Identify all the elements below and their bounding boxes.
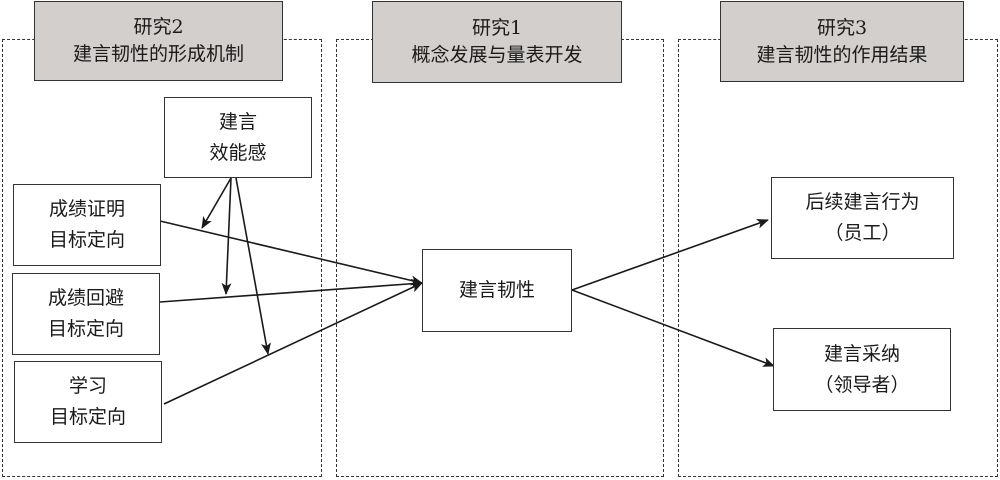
edge-prove-to-resilience: [159, 220, 423, 286]
node-learning-goal-line1: 学习: [68, 375, 107, 397]
node-voice-resilience: 建言韧性: [422, 249, 572, 332]
node-voice-efficacy: 建言 效能感: [164, 97, 312, 178]
node-prove-goal-orientation: 成绩证明 目标定向: [13, 184, 161, 266]
header-study1-number: 研究1: [471, 17, 523, 39]
node-avoid-goal-line2: 目标定向: [47, 318, 124, 340]
edge-resilience-to-subsequent-voice: [571, 218, 769, 291]
node-voice-efficacy-line2: 效能感: [209, 141, 267, 164]
node-subsequent-voice-behavior: 后续建言行为 （员工）: [771, 177, 954, 259]
edge-resilience-to-voice-adoption: [571, 289, 775, 367]
edge-efficacy-moderates-avoid: [221, 177, 232, 295]
node-subsequent-voice-line1: 后续建言行为: [805, 191, 920, 213]
node-prove-goal-line1: 成绩证明: [48, 198, 125, 220]
header-study3-number: 研究3: [816, 16, 868, 39]
header-study1-title: 概念发展与量表开发: [411, 44, 583, 66]
edge-avoid-to-resilience: [159, 278, 423, 303]
header-study3-title: 建言韧性的作用结果: [756, 43, 928, 66]
header-study2-title: 建言韧性的形成机制: [72, 43, 244, 65]
node-voice-adoption-line2: （领导者）: [814, 373, 910, 396]
node-prove-goal-line2: 目标定向: [48, 229, 125, 251]
edge-efficacy-moderates-learning: [235, 177, 271, 355]
header-study2-number: 研究2: [133, 16, 184, 38]
edge-learning-to-resilience: [163, 282, 423, 405]
header-study1: 研究1 概念发展与量表开发: [372, 1, 622, 83]
node-voice-resilience-label: 建言韧性: [458, 279, 535, 301]
header-study3: 研究3 建言韧性的作用结果: [720, 1, 964, 82]
node-subsequent-voice-line2: （员工）: [824, 222, 901, 244]
node-learning-goal-orientation: 学习 目标定向: [14, 361, 162, 443]
header-study2: 研究2 建言韧性的形成机制: [34, 1, 283, 81]
edge-efficacy-moderates-prove: [201, 177, 232, 229]
node-voice-adoption-line1: 建言采纳: [823, 342, 900, 365]
node-voice-adoption: 建言采纳 （领导者）: [773, 328, 951, 411]
node-voice-efficacy-line1: 建言: [218, 110, 257, 133]
node-learning-goal-line2: 目标定向: [49, 406, 126, 428]
node-avoid-goal-line1: 成绩回避: [47, 287, 124, 309]
node-avoid-goal-orientation: 成绩回避 目标定向: [12, 273, 160, 355]
